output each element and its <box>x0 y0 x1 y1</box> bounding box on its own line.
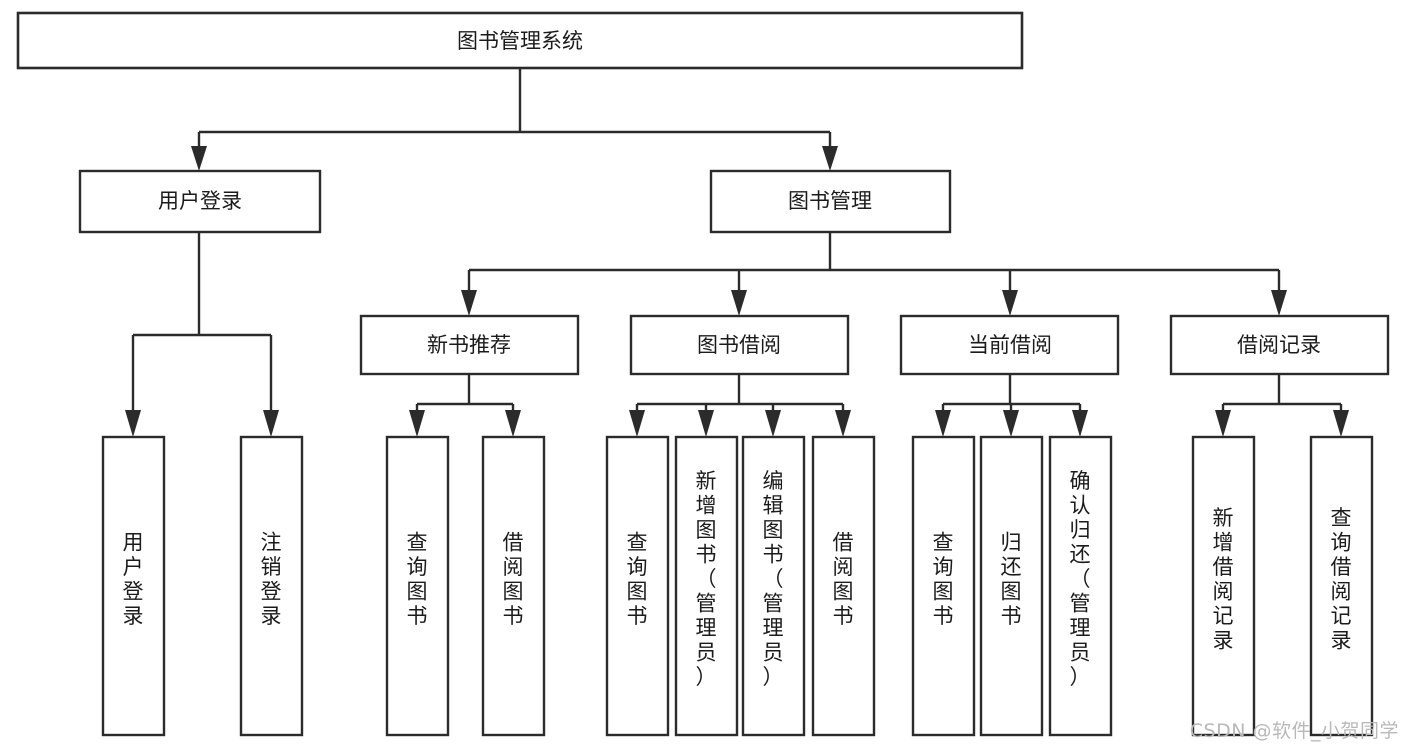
node-book-management[interactable]: 图书管理 <box>709 169 952 234</box>
leaf-new-book-0-box[interactable] <box>385 435 450 737</box>
node-borrow-record-box[interactable] <box>1169 314 1390 376</box>
leaf-book-borrow-1[interactable]: 新增图书（管理员） <box>674 435 739 737</box>
node-root-label: 图书管理系统 <box>457 29 583 53</box>
node-book-management-label: 图书管理 <box>788 189 872 213</box>
arrow-head-leaf-borrow-record-1 <box>1333 410 1349 437</box>
node-user-login-label: 用户登录 <box>158 189 242 213</box>
node-new-book-recommend[interactable]: 新书推荐 <box>359 314 580 376</box>
leaf-new-book-1[interactable]: 借阅图书 <box>481 435 546 737</box>
leaf-new-book-0[interactable]: 查询图书 <box>385 435 450 737</box>
arrow-head-borrow-record <box>1271 290 1287 316</box>
leaf-book-borrow-2-box[interactable] <box>741 435 806 737</box>
arrow-head-leaf-current-borrow-2 <box>1072 410 1088 437</box>
arrow-head-user-login <box>191 146 207 171</box>
node-current-borrow[interactable]: 当前借阅 <box>899 314 1120 376</box>
leaf-current-borrow-2-box[interactable] <box>1048 435 1113 737</box>
node-book-borrow[interactable]: 图书借阅 <box>629 314 850 376</box>
arrow-head-current-borrow <box>1002 290 1018 316</box>
leaf-book-borrow-3-box[interactable] <box>811 435 876 737</box>
arrow-head-leaf-user-login-0 <box>125 410 141 437</box>
leaf-book-borrow-2-label: 编辑图书（管理员） <box>763 469 784 689</box>
node-book-borrow-label: 图书借阅 <box>697 333 781 357</box>
arrow-head-new-book <box>461 290 477 316</box>
arrow-head-leaf-new-book-1 <box>505 410 521 437</box>
arrow-head-leaf-book-borrow-3 <box>835 410 851 437</box>
node-user-login-box[interactable] <box>78 169 322 234</box>
leaf-current-borrow-0-box[interactable] <box>911 435 976 737</box>
leaf-borrow-record-0-box[interactable] <box>1191 435 1256 737</box>
arrow-head-leaf-current-borrow-0 <box>935 410 951 437</box>
leaf-new-book-1-label: 借阅图书 <box>503 530 524 628</box>
node-root[interactable]: 图书管理系统 <box>16 11 1024 70</box>
leaf-current-borrow-1[interactable]: 归还图书 <box>979 435 1044 737</box>
leaf-user-login-0[interactable]: 用户登录 <box>101 435 166 737</box>
leaf-book-borrow-0[interactable]: 查询图书 <box>605 435 670 737</box>
arrow-head-leaf-book-borrow-0 <box>629 410 645 437</box>
node-user-login[interactable]: 用户登录 <box>78 169 322 234</box>
leaf-book-borrow-1-box[interactable] <box>674 435 739 737</box>
node-new-book-recommend-label: 新书推荐 <box>427 333 511 357</box>
leaf-current-borrow-2[interactable]: 确认归还（管理员） <box>1048 435 1113 737</box>
connector-layer <box>125 68 1349 437</box>
leaf-book-borrow-1-label: 新增图书（管理员） <box>696 469 717 689</box>
node-current-borrow-box[interactable] <box>899 314 1120 376</box>
node-book-borrow-box[interactable] <box>629 314 850 376</box>
node-current-borrow-label: 当前借阅 <box>968 333 1052 357</box>
node-new-book-recommend-box[interactable] <box>359 314 580 376</box>
node-borrow-record-label: 借阅记录 <box>1237 333 1321 357</box>
leaf-current-borrow-0[interactable]: 查询图书 <box>911 435 976 737</box>
leaf-borrow-record-1[interactable]: 查询借阅记录 <box>1309 435 1374 737</box>
leaf-current-borrow-1-label: 归还图书 <box>1001 530 1022 628</box>
leaf-user-login-0-box[interactable] <box>101 435 166 737</box>
leaf-book-borrow-3[interactable]: 借阅图书 <box>811 435 876 737</box>
node-borrow-record[interactable]: 借阅记录 <box>1169 314 1390 376</box>
arrow-head-leaf-new-book-0 <box>409 410 425 437</box>
leaf-borrow-record-1-label: 查询借阅记录 <box>1331 506 1352 653</box>
leaf-book-borrow-2[interactable]: 编辑图书（管理员） <box>741 435 806 737</box>
arrow-head-leaf-borrow-record-0 <box>1215 410 1231 437</box>
leaf-borrow-record-0-label: 新增借阅记录 <box>1213 506 1234 653</box>
arrow-head-leaf-user-login-1 <box>263 410 279 437</box>
node-root-box[interactable] <box>16 11 1024 70</box>
leaf-borrow-record-1-box[interactable] <box>1309 435 1374 737</box>
leaf-current-borrow-1-box[interactable] <box>979 435 1044 737</box>
arrow-head-leaf-current-borrow-1 <box>1003 410 1019 437</box>
leaf-book-borrow-0-label: 查询图书 <box>627 530 648 628</box>
arrow-head-book-mgmt <box>822 146 838 171</box>
leaf-user-login-1-box[interactable] <box>239 435 304 737</box>
leaf-current-borrow-0-label: 查询图书 <box>933 530 954 628</box>
leaf-user-login-0-label: 用户登录 <box>123 530 144 628</box>
arrow-head-leaf-book-borrow-2 <box>765 410 781 437</box>
leaf-borrow-record-0[interactable]: 新增借阅记录 <box>1191 435 1256 737</box>
leaf-book-borrow-0-box[interactable] <box>605 435 670 737</box>
leaf-new-book-0-label: 查询图书 <box>407 530 428 628</box>
arrow-head-leaf-book-borrow-1 <box>698 410 714 437</box>
leaf-user-login-1[interactable]: 注销登录 <box>239 435 304 737</box>
leaf-user-login-1-label: 注销登录 <box>261 530 282 628</box>
leaf-book-borrow-3-label: 借阅图书 <box>833 530 854 628</box>
arrow-head-book-borrow <box>731 290 747 316</box>
node-book-management-box[interactable] <box>709 169 952 234</box>
leaf-new-book-1-box[interactable] <box>481 435 546 737</box>
leaf-current-borrow-2-label: 确认归还（管理员） <box>1070 469 1091 689</box>
